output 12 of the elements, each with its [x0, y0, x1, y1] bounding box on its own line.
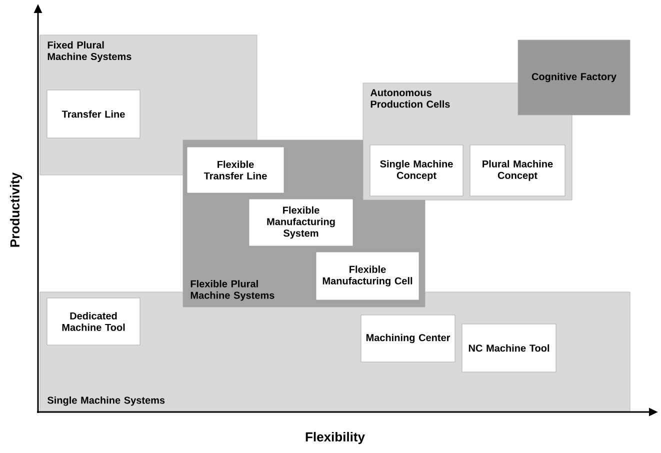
- label-box: Dedicated Machine Tool: [46, 298, 140, 346]
- label-box: NC Machine Tool: [462, 324, 556, 372]
- label-box: Flexible Manufacturing System: [248, 198, 354, 246]
- label-box: Single Machine Concept: [370, 144, 464, 196]
- label-box: Flexible Transfer Line: [186, 146, 284, 194]
- label-box: Machining Center: [360, 314, 456, 362]
- label-box: Transfer Line: [46, 90, 140, 138]
- axis-label: Flexibility: [306, 432, 365, 444]
- region-box: Cognitive Factory: [518, 40, 630, 116]
- label-box: Flexible Manufacturing Cell: [316, 252, 420, 300]
- label-box: Plural Machine Concept: [470, 144, 566, 196]
- axis-label: Productivity: [10, 172, 22, 247]
